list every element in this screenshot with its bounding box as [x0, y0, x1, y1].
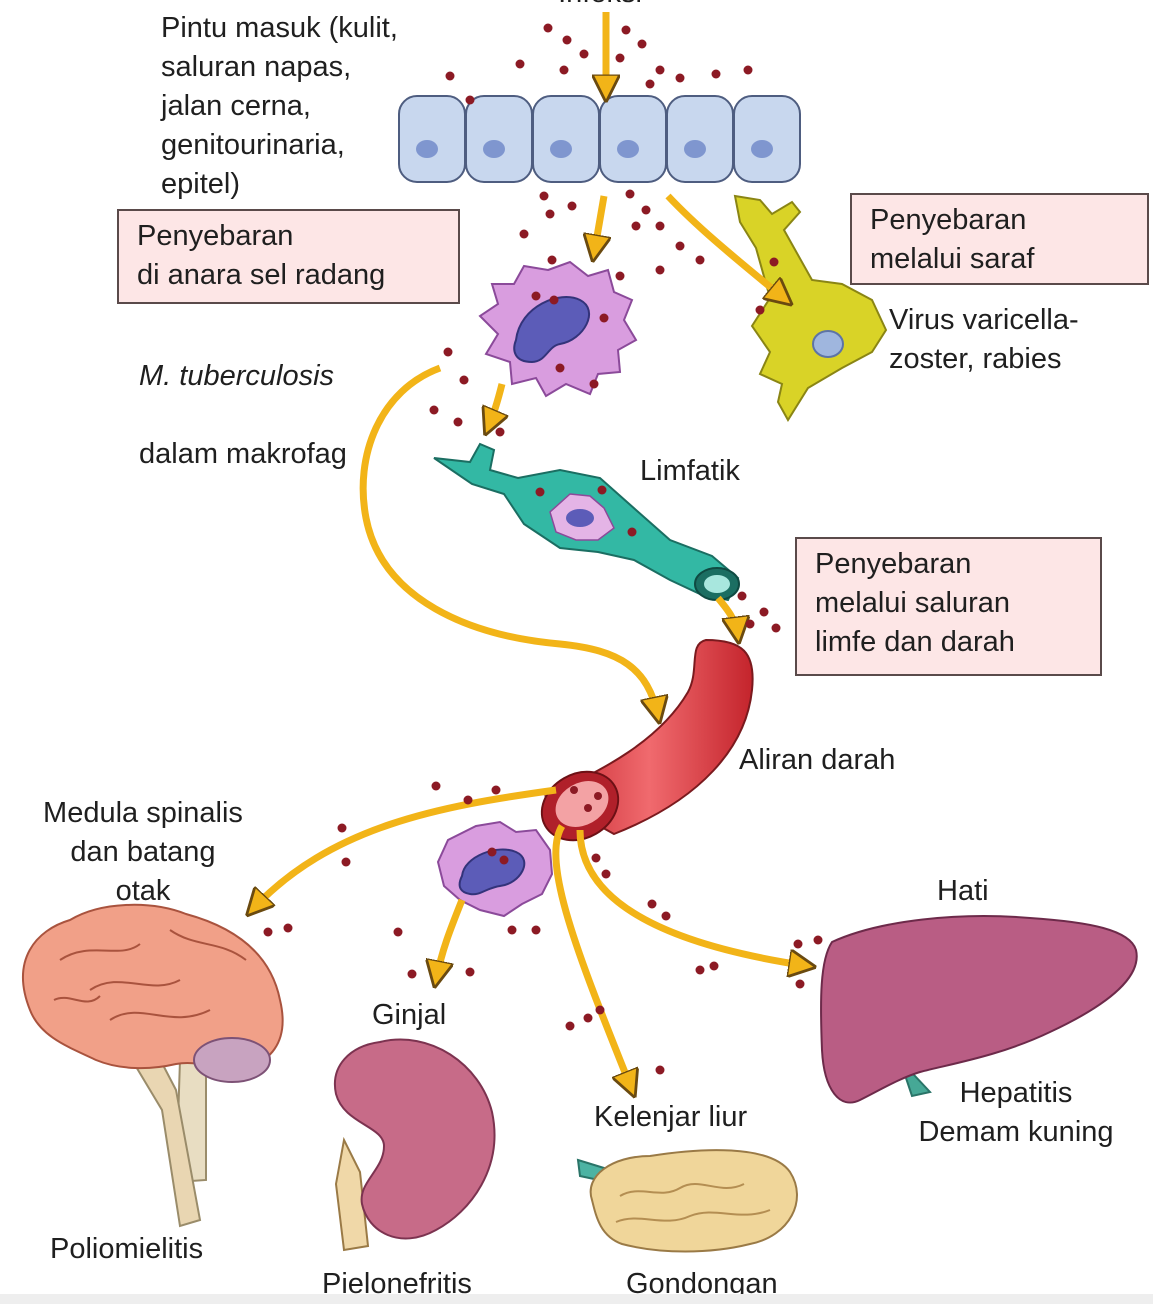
lymphatic-label: Limfatik — [640, 452, 740, 491]
mtb-label: M. tuberculosis dalam makrofag — [139, 318, 347, 474]
kidney-illustration — [335, 1040, 495, 1250]
blood-lymph-spread-box: Penyebaran melalui saluran limfe dan dar… — [795, 537, 1102, 676]
salivary-gland-label: Kelenjar liur — [594, 1098, 747, 1137]
virus-label: Virus varicella- zoster, rabies — [889, 301, 1079, 379]
salivary-gland-illustration — [578, 1150, 797, 1251]
macrophage-top — [480, 262, 636, 396]
mtb-rest: dalam makrofag — [139, 438, 347, 470]
bloodstream-label: Aliran darah — [739, 741, 895, 780]
mtb-italic: M. tuberculosis — [139, 360, 334, 392]
liver-label: Hati — [937, 872, 989, 911]
hepatitis-label: Hepatitis Demam kuning — [896, 1074, 1136, 1152]
epithelial-cells — [399, 96, 800, 182]
nerve-spread-box: Penyebaran melalui saraf — [850, 193, 1149, 285]
spinal-cord-label: Medula spinalis dan batang otak — [18, 794, 268, 911]
poliomyelitis-label: Poliomielitis — [50, 1230, 203, 1269]
kidney-label: Ginjal — [372, 996, 446, 1035]
brain-illustration — [23, 905, 283, 1226]
bottom-scroll-strip — [0, 1294, 1153, 1304]
infection-label-cut: Infeksi — [530, 0, 670, 13]
entry-portal-label: Pintu masuk (kulit, saluran napas, jalan… — [161, 9, 398, 204]
inflammatory-spread-box: Penyebaran di anara sel radang — [117, 209, 460, 304]
macrophage-bottom — [438, 822, 552, 916]
